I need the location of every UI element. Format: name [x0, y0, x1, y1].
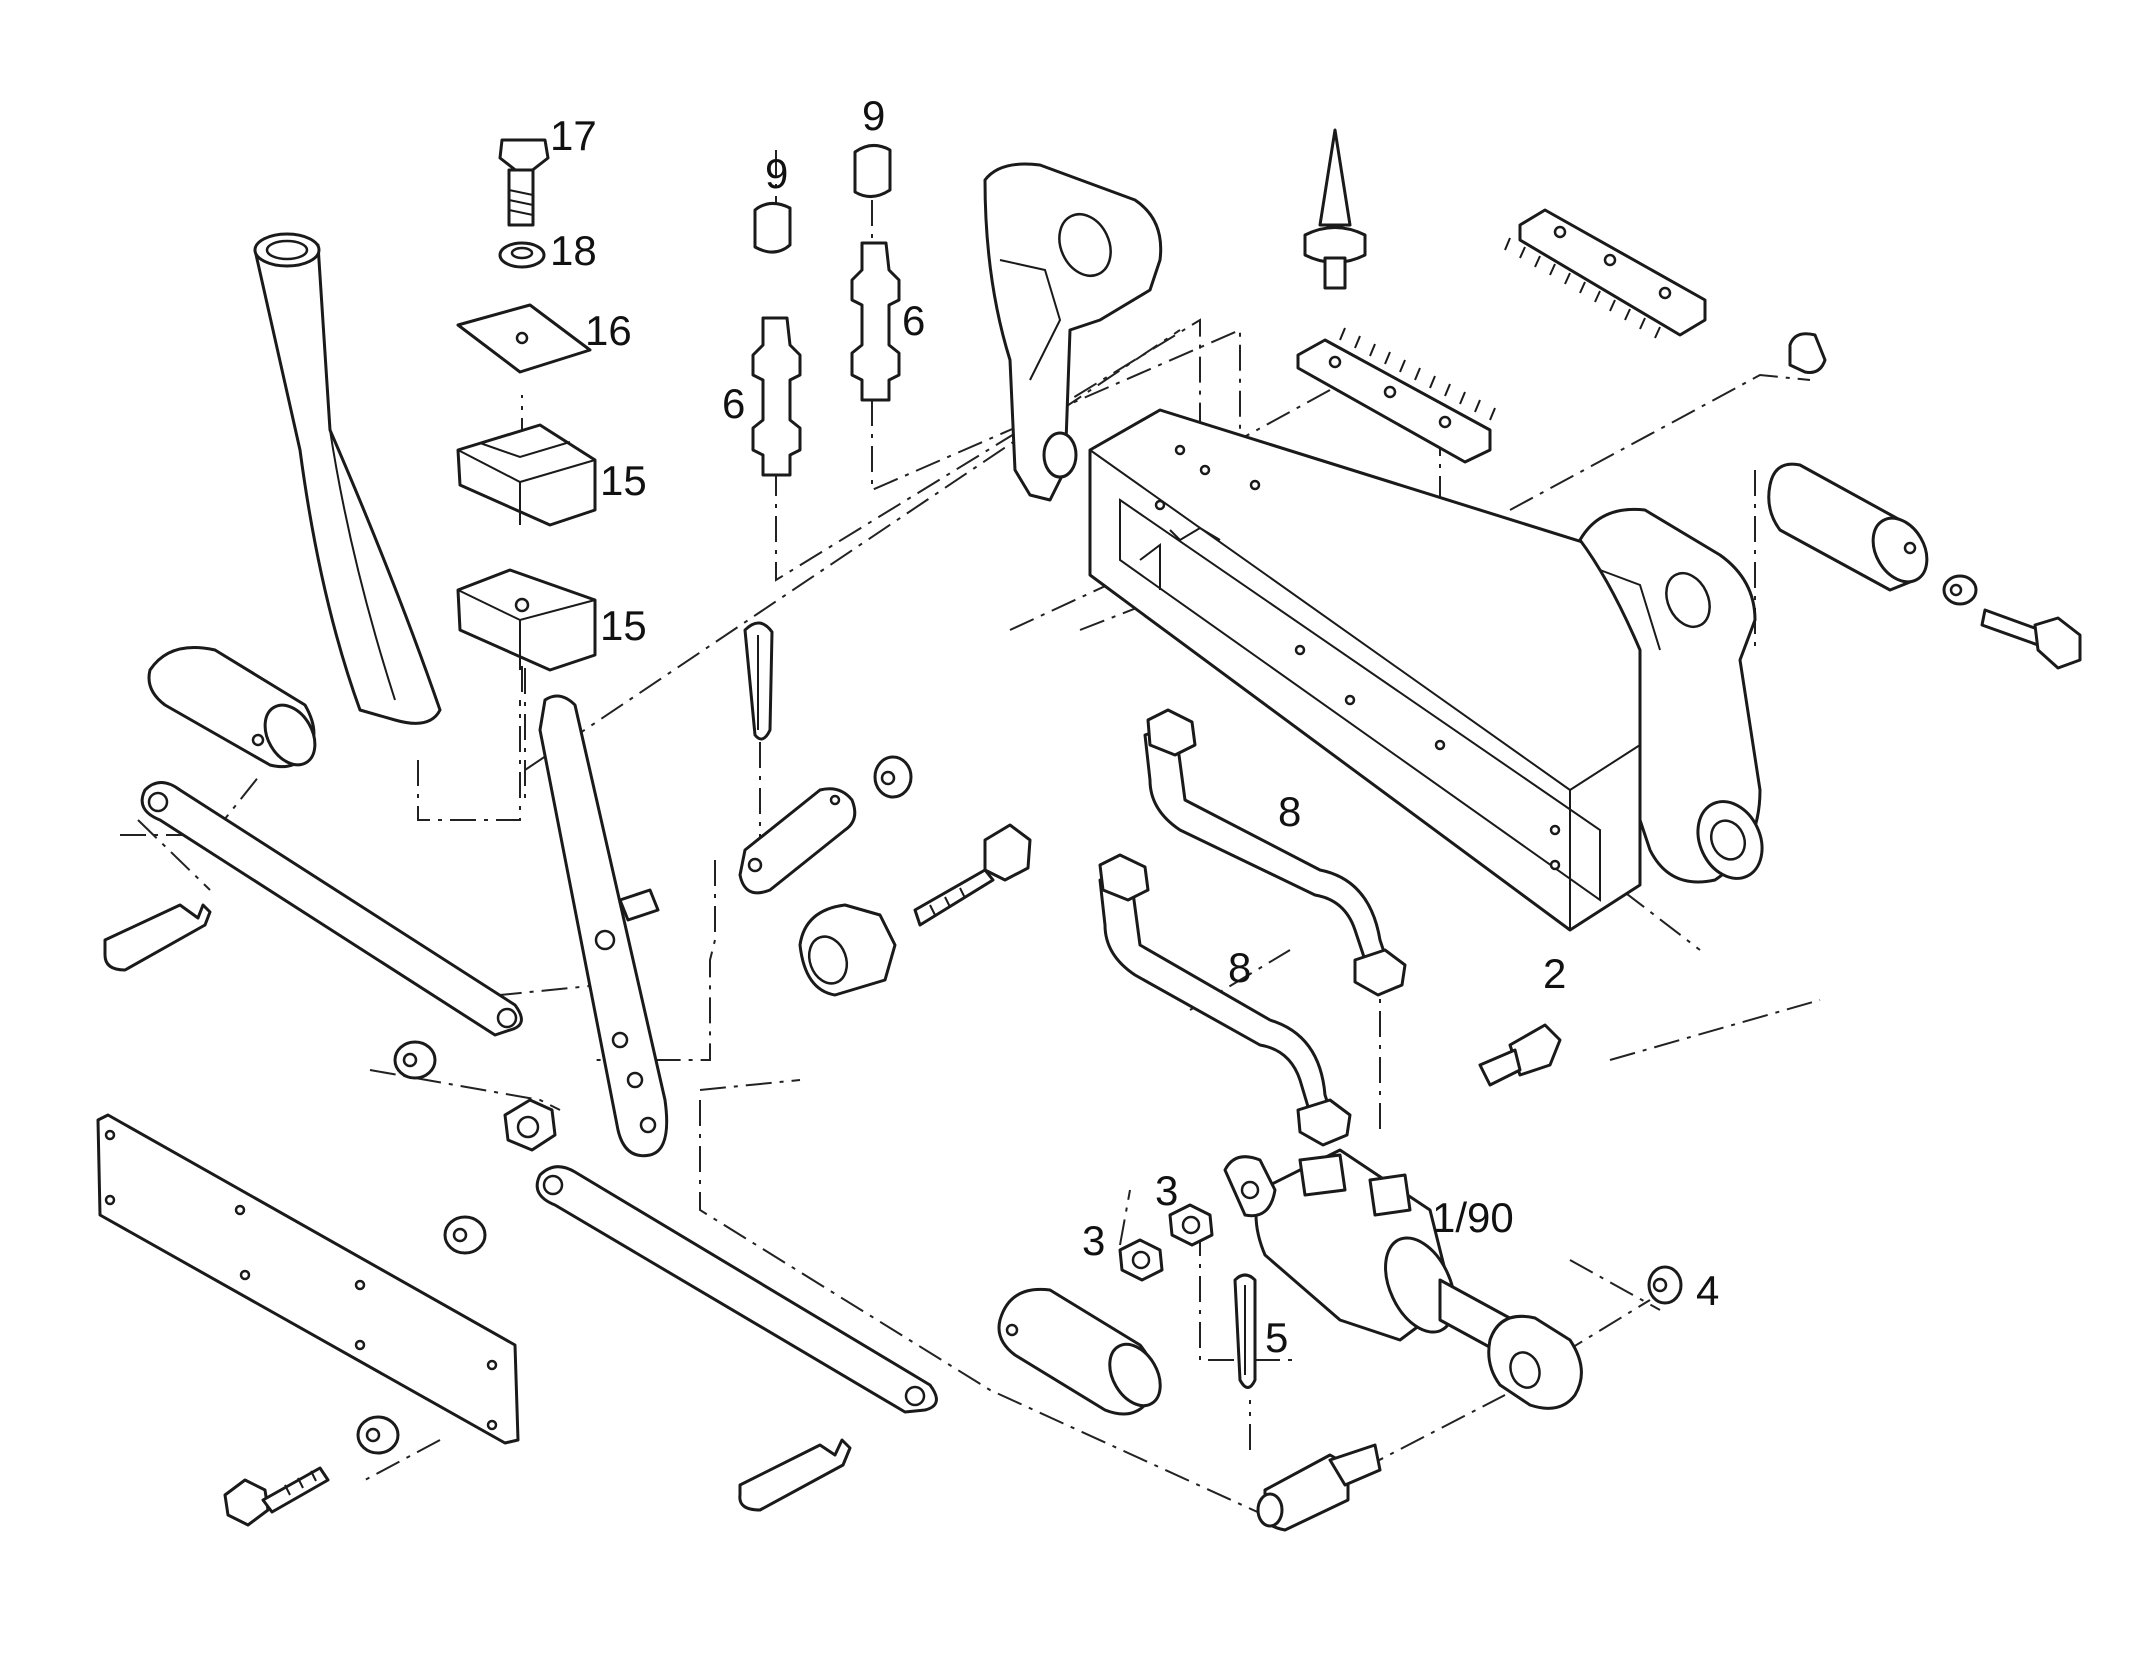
right-tube: [1767, 462, 1929, 592]
callout-18: 18: [550, 227, 597, 274]
nut-3-a: [1168, 1203, 1214, 1247]
plate-16: [456, 303, 592, 374]
bushing: [798, 903, 897, 997]
washer-4: [1647, 1265, 1683, 1305]
rod-eye: [1487, 1314, 1583, 1410]
bolt-plate: [223, 1466, 330, 1527]
upper-link: [140, 781, 523, 1037]
cap-9-right: [853, 144, 892, 198]
spike: [1303, 128, 1367, 290]
clamp-block-15-upper: [456, 423, 597, 527]
callout-16: 16: [585, 307, 632, 354]
nipple-6-right: [850, 241, 901, 402]
pin-2: [1478, 1023, 1562, 1087]
callout-3-a: 3: [1155, 1167, 1178, 1214]
frame-bracket-left: [983, 162, 1163, 502]
split-pin: [743, 621, 774, 741]
bolt-17: [498, 138, 550, 227]
nipple-6-left: [751, 316, 802, 477]
washer-left-1: [393, 1040, 437, 1080]
frame-bracket-right: [1578, 507, 1764, 884]
nut-left: [503, 1098, 557, 1152]
callout-6-left: 6: [722, 380, 745, 427]
washer-18: [498, 241, 546, 269]
pipe-8-upper: [1143, 708, 1407, 997]
callout-9-left: 9: [765, 150, 788, 197]
small-cap-right: [1788, 332, 1827, 374]
bolt-right: [1980, 608, 2082, 670]
callout-1-90: 1/90: [1432, 1194, 1514, 1241]
lever-arm: [538, 694, 669, 1158]
callout-3-b: 3: [1082, 1217, 1105, 1264]
washer-mid: [873, 755, 913, 799]
lower-tube: [997, 1287, 1162, 1416]
callout-6-right: 6: [902, 297, 925, 344]
lower-pin: [738, 1438, 852, 1512]
bottom-pin: [1256, 1443, 1382, 1532]
lever-tube: [253, 232, 442, 725]
callout-2: 2: [1543, 950, 1566, 997]
split-pin-5: [1233, 1273, 1257, 1389]
comb-plate-upper: [1504, 208, 1707, 339]
callout-labels: 17 18 16 15 15 9 9 6 6 8 8 2 3 3 1/90 4 …: [550, 92, 1719, 1361]
callout-15-upper: 15: [600, 457, 647, 504]
washer-right: [1942, 574, 1978, 606]
callout-5: 5: [1265, 1314, 1288, 1361]
washer-left-2: [443, 1215, 487, 1255]
nut-3-b: [1118, 1238, 1164, 1282]
lower-link: [535, 1165, 938, 1414]
callout-15-lower: 15: [600, 602, 647, 649]
callout-17: 17: [550, 112, 597, 159]
callout-8-upper: 8: [1278, 788, 1301, 835]
left-pin: [103, 903, 212, 972]
comb-plate-lower: [1296, 327, 1496, 464]
bolt-middle: [913, 823, 1032, 927]
callout-8-lower: 8: [1228, 944, 1251, 991]
clamp-block-15-lower: [456, 568, 597, 672]
callout-9-right: 9: [862, 92, 885, 139]
main-frame: [1088, 408, 1642, 932]
cap-9-left: [753, 202, 792, 254]
left-tube: [147, 646, 317, 769]
side-plate: [96, 1113, 520, 1445]
pipe-8-lower: [1098, 853, 1352, 1147]
washer-plate: [356, 1415, 400, 1455]
callout-4: 4: [1696, 1267, 1719, 1314]
clevis-pin: [738, 787, 857, 895]
